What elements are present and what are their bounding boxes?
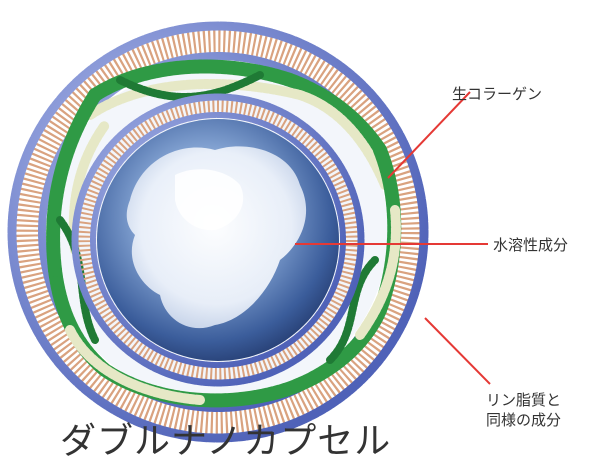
diagram-title: ダブルナノカプセル bbox=[60, 420, 391, 464]
label-water-soluble: 水溶性成分 bbox=[493, 235, 568, 255]
label-collagen: 生コラーゲン bbox=[452, 84, 542, 104]
label-lipid-line1: リン脂質と bbox=[486, 390, 561, 410]
label-lipid-line2: 同様の成分 bbox=[486, 410, 561, 430]
pointer-lipid bbox=[425, 318, 490, 384]
label-lipid: リン脂質と 同様の成分 bbox=[486, 390, 561, 430]
